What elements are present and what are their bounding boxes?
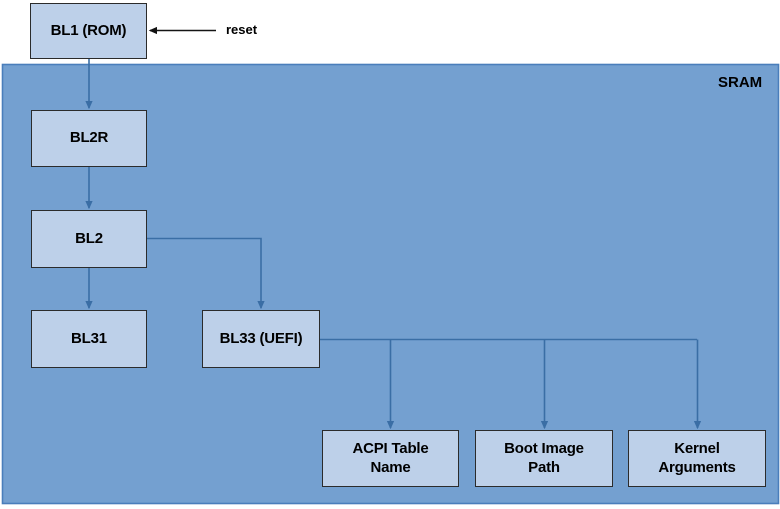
sram-region-label: SRAM bbox=[718, 74, 763, 91]
node-bl31[interactable]: BL31 bbox=[31, 310, 147, 368]
node-bl2r[interactable]: BL2R bbox=[31, 110, 147, 167]
reset-edge-label: reset bbox=[226, 22, 258, 37]
connector-bl2-to-bl33 bbox=[147, 237, 265, 310]
node-bl1[interactable]: BL1 (ROM) bbox=[30, 3, 147, 59]
node-bl33-uefi[interactable]: BL33 (UEFI) bbox=[202, 310, 320, 368]
node-bl2[interactable]: BL2 bbox=[31, 210, 147, 268]
